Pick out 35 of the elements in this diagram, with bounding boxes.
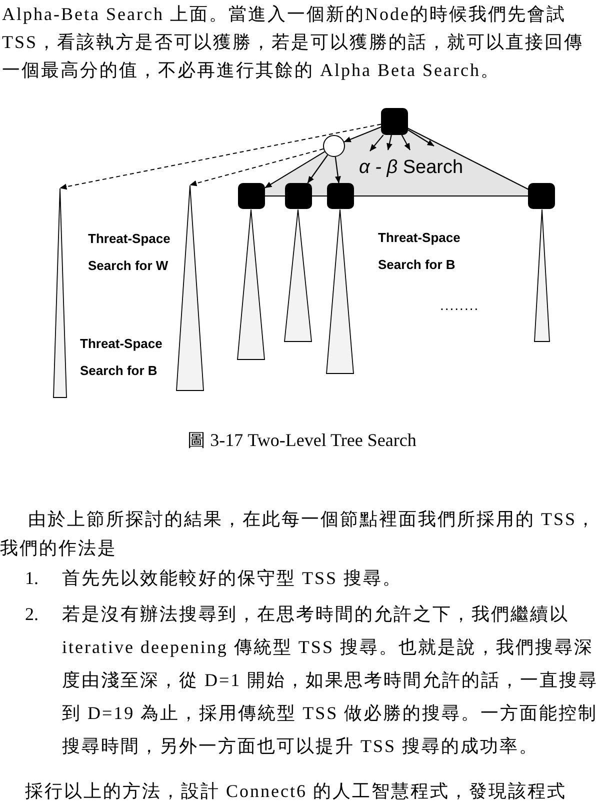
subtree-triangle xyxy=(326,209,354,374)
arrow xyxy=(264,151,325,188)
arrow xyxy=(401,134,410,150)
arrow xyxy=(344,126,382,142)
subtree-label: Threat-Space Search for B xyxy=(378,229,462,274)
root-node xyxy=(381,108,408,135)
list-item-text: 首先先以效能較好的保守型 TSS 搜尋。 xyxy=(62,567,404,590)
list-item-text: 若是沒有辦法搜尋到，在思考時間的允許之下，我們繼續以 iterative deepening 傳統型 TSS 搜尋。也就是說，我們搜尋深度由淺至深，從 D=1 開始，如果思考時間允許的話，一直搜尋到 D=19 為止，採用傳統型 TSS 做必勝的搜尋。一方面能控制搜尋時間，另外一方面也可以提升 TSS 搜尋的成功率。 xyxy=(62,603,600,758)
subtree-triangle xyxy=(176,185,204,391)
arrow xyxy=(386,134,392,150)
tree-node xyxy=(238,183,265,209)
subtree-triangle xyxy=(534,209,550,342)
body-paragraph: 由於上節所探討的結果，在此每一個節點裡面我們所採用的 TSS，我們的作法是 xyxy=(0,508,598,560)
search-label: α - β Search xyxy=(359,157,464,179)
arrow xyxy=(370,134,384,152)
tree-node xyxy=(528,183,555,209)
tree-node xyxy=(327,183,354,209)
arrow xyxy=(334,156,341,184)
tree-node xyxy=(285,183,312,209)
subtree-triangle xyxy=(53,188,67,398)
dashed-arrow xyxy=(190,148,324,186)
subtree-triangle xyxy=(284,209,312,342)
list-number: 2. xyxy=(25,603,38,626)
ellipsis: ........ xyxy=(440,296,480,314)
body-paragraph: Alpha-Beta Search 上面。當進入一個新的Node的時候我們先會試 TSS，看該執方是否可以獲勝，若是可以獲勝的話，就可以直接回傳一個最高分的值，不必再進行其餘的 Alpha Beta Search。 xyxy=(2,3,585,82)
arrow xyxy=(408,129,434,146)
dashed-arrow xyxy=(60,124,382,190)
subtree-triangle xyxy=(237,209,265,360)
subtree-label: Threat-Space Search for B xyxy=(80,335,164,380)
list-number: 1. xyxy=(25,567,38,590)
figure-caption: 圖 3-17 Two-Level Tree Search xyxy=(186,429,418,452)
body-paragraph: 採行以上的方法，設計 Connect6 的人工智慧程式，發現該程式 xyxy=(25,780,568,803)
circle-node xyxy=(323,135,345,157)
arrow xyxy=(307,154,328,184)
subtree-label: Threat-Space Search for W xyxy=(88,230,172,275)
